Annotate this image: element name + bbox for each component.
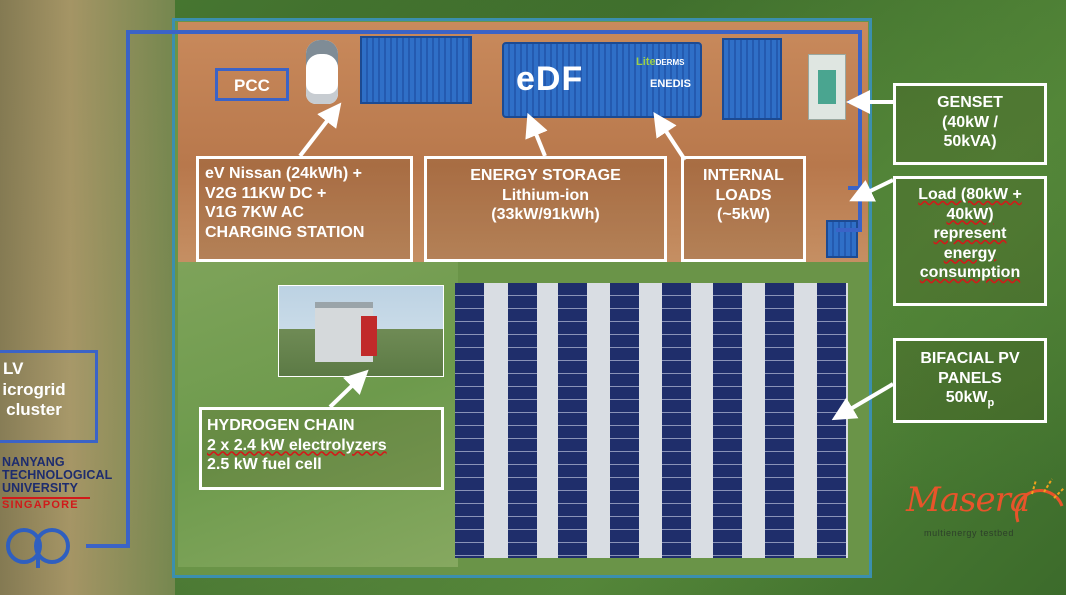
- pv-panel-row: [508, 283, 537, 558]
- genset-line-2: (40kW /: [941, 113, 998, 131]
- h2-line-3: 2.5 kW fuel cell: [207, 456, 322, 474]
- loads-line-1: INTERNAL: [703, 167, 784, 184]
- genset-line-3: 50kVA): [943, 133, 997, 151]
- pv-panel-row: [610, 283, 639, 558]
- dirt-path: [0, 0, 175, 595]
- lv-microgrid-label: LV icrogrid cluster: [0, 350, 98, 443]
- pv-panel-row: [662, 283, 691, 558]
- ntu-name-2: TECHNOLOGICAL: [2, 468, 113, 482]
- genset-line-1: GENSET: [937, 94, 1003, 111]
- load-bank-cabinet: [826, 220, 858, 258]
- ntu-logo: NANYANG TECHNOLOGICAL UNIVERSITY SINGAPO…: [2, 456, 132, 511]
- loads-line-3: (~5kW): [717, 206, 770, 224]
- ev-charging-shelter: [360, 36, 472, 104]
- hydrogen-cabinet: [361, 316, 377, 356]
- internal-loads-container: [722, 38, 782, 120]
- pv-panel-row: [455, 283, 484, 558]
- hydrogen-chain-label: HYDROGEN CHAIN 2 x 2.4 kW electrolyzers …: [199, 407, 444, 490]
- litederms-logo: LiteDERMS: [636, 56, 684, 68]
- masera-tagline: multienergy testbed: [924, 528, 1014, 538]
- energy-storage-container: [502, 42, 702, 118]
- ev-line-3: V1G 7KW AC: [205, 204, 304, 222]
- ev-charging-label: eV Nissan (24kWh) + V2G 11KW DC + V1G 7K…: [196, 156, 413, 262]
- h2-line-2: 2 x 2.4 kW electrolyzers: [207, 436, 387, 454]
- ev-line-1: eV Nissan (24kWh) +: [205, 165, 362, 182]
- pv-panel-row: [713, 283, 742, 558]
- ntu-singapore: SINGAPORE: [2, 497, 90, 511]
- energy-storage-label: ENERGY STORAGE Lithium-ion (33kW/91kWh): [424, 156, 667, 262]
- ntu-emblem-icon: [6, 528, 70, 568]
- masera-sun-icon: [1015, 478, 1065, 523]
- edf-logo: eDF: [516, 60, 584, 98]
- pcc-text: PCC: [234, 76, 270, 95]
- pv-capacity-subscript: p: [987, 397, 995, 410]
- enedis-logo: ENEDIS: [650, 78, 691, 90]
- lv-line-3: cluster: [6, 400, 62, 420]
- lv-line-2: icrogrid: [2, 379, 66, 399]
- storage-line-2: Lithium-ion: [501, 186, 590, 204]
- pv-line-1: BIFACIAL PV: [920, 350, 1020, 367]
- ev-line-4: CHARGING STATION: [205, 223, 365, 241]
- pv-array: [455, 283, 848, 558]
- pv-panel-row: [558, 283, 587, 558]
- load-line-5: consumption: [919, 264, 1021, 282]
- ntu-name-1: NANYANG: [2, 455, 65, 469]
- litederms-derms: DERMS: [655, 58, 685, 67]
- genset-engine: [818, 70, 836, 104]
- pv-line-3: 50kWp: [896, 388, 1044, 411]
- ntu-name-3: UNIVERSITY: [2, 481, 79, 495]
- storage-line-1: ENERGY STORAGE: [470, 167, 621, 184]
- lv-line-1: LV: [3, 359, 24, 378]
- litederms-lite: Lite: [636, 56, 656, 68]
- masera-logo: Masera: [906, 480, 1030, 520]
- pv-line-2: PANELS: [938, 369, 1002, 387]
- internal-loads-label: INTERNAL LOADS (~5kW): [681, 156, 806, 262]
- load-line-1: Load (80kW +: [918, 186, 1022, 203]
- load-line-2: 40kW): [946, 205, 994, 223]
- loads-line-2: LOADS: [715, 186, 772, 204]
- load-label: Load (80kW + 40kW) represent energy cons…: [893, 176, 1047, 306]
- pcc-label: PCC: [215, 68, 289, 101]
- pv-panels-label: BIFACIAL PV PANELS 50kWp: [893, 338, 1047, 423]
- pv-panel-row: [765, 283, 794, 558]
- pv-capacity: 50kW: [945, 389, 988, 407]
- load-line-3: represent: [933, 225, 1007, 243]
- pv-panel-row: [817, 283, 846, 558]
- ev-line-2: V2G 11KW DC +: [205, 184, 327, 202]
- h2-line-1: HYDROGEN CHAIN: [207, 417, 355, 434]
- genset-label: GENSET (40kW / 50kVA): [893, 83, 1047, 165]
- storage-line-3: (33kW/91kWh): [491, 206, 600, 224]
- nissan-ev-car: [306, 40, 338, 104]
- hydrogen-photo: [278, 285, 444, 377]
- load-line-4: energy: [943, 244, 997, 262]
